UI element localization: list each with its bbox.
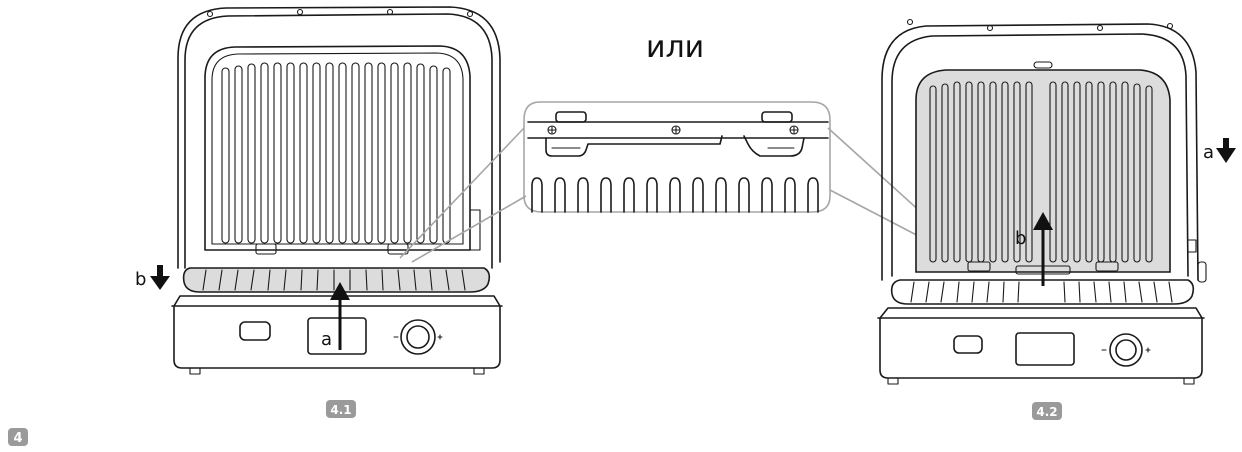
lower-plate-ribs-left <box>202 269 466 291</box>
upper-plate-ribs-right <box>929 81 1153 263</box>
arrow-up-icon <box>330 282 350 350</box>
figure-number-text: 4 <box>13 431 22 446</box>
label-b-left: b <box>135 269 146 290</box>
display-screen-icon <box>1015 332 1075 366</box>
lower-plate-ribs-right <box>910 281 1173 303</box>
label-a-left: a <box>321 329 332 350</box>
display-screen-icon <box>307 317 367 355</box>
arrow-down-icon <box>1216 138 1236 163</box>
badge-4-2-text: 4.2 <box>1036 405 1057 419</box>
badge-4-1-text: 4.1 <box>330 403 351 417</box>
or-label: или <box>646 30 704 65</box>
zoom-callout <box>399 101 981 269</box>
power-button-icon <box>953 335 983 354</box>
figure-number-badge: 4 <box>8 428 28 446</box>
arrow-up-icon <box>1033 212 1053 286</box>
label-a-right: a <box>1203 142 1214 163</box>
upper-plate-ribs-left <box>221 62 451 244</box>
badge-4-2: 4.2 <box>1032 402 1062 420</box>
grill-right: b a <box>877 18 1236 385</box>
control-dial-icon <box>393 319 443 355</box>
label-b-right: b <box>1015 228 1026 249</box>
grill-left: a b <box>135 6 503 375</box>
badge-4-1: 4.1 <box>326 400 356 418</box>
arrow-down-icon <box>150 265 170 290</box>
control-dial-icon <box>1101 333 1151 367</box>
zoom-ribs <box>531 177 819 213</box>
power-button-icon <box>239 321 271 341</box>
